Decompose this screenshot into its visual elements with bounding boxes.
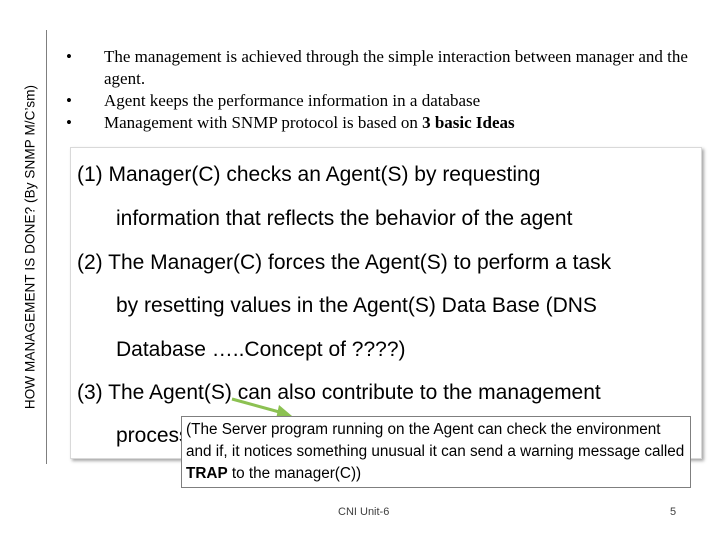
bullet-item: • Management with SNMP protocol is based… — [64, 112, 704, 134]
side-title-text: HOW MANAGEMENT IS DONE? (By SNMP M/C’sm) — [22, 84, 38, 410]
bullet-list: • The management is achieved through the… — [64, 46, 704, 134]
idea-line-1: (1) Manager(C) checks an Agent(S) by req… — [77, 163, 541, 186]
side-title: HOW MANAGEMENT IS DONE? (By SNMP M/C’sm) — [16, 30, 44, 464]
idea-line-4: by resetting values in the Agent(S) Data… — [116, 294, 597, 317]
callout-text: (The Server program running on the Agent… — [186, 421, 685, 460]
idea-line-2: information that reflects the behavior o… — [116, 207, 573, 230]
trap-callout: (The Server program running on the Agent… — [181, 416, 691, 488]
callout-text-end: to the manager(C)) — [227, 465, 362, 482]
idea-line-7: process — [116, 424, 190, 447]
bullet-item: • The management is achieved through the… — [64, 46, 704, 90]
idea-line-6: (3) The Agent(S) can also contribute to … — [77, 381, 601, 404]
page-number: 5 — [670, 506, 677, 518]
ideas-box: (1) Manager(C) checks an Agent(S) by req… — [70, 147, 702, 459]
bullet-text-bold: 3 basic Ideas — [422, 113, 515, 132]
bullet-marker: • — [66, 47, 72, 66]
bullet-text: Management with SNMP protocol is based o… — [104, 113, 423, 132]
idea-line-3: (2) The Manager(C) forces the Agent(S) t… — [77, 251, 612, 274]
bullet-marker: • — [66, 113, 72, 132]
bullet-text: Agent keeps the performance information … — [104, 91, 481, 110]
side-divider — [46, 30, 47, 464]
bullet-text: The management is achieved through the s… — [104, 47, 688, 88]
bullet-marker: • — [66, 91, 72, 110]
callout-bold: TRAP — [186, 465, 228, 482]
footer-label: CNI Unit-6 — [338, 506, 390, 518]
idea-line-5: Database …..Concept of ????) — [116, 338, 406, 361]
bullet-item: • Agent keeps the performance informatio… — [64, 90, 704, 112]
